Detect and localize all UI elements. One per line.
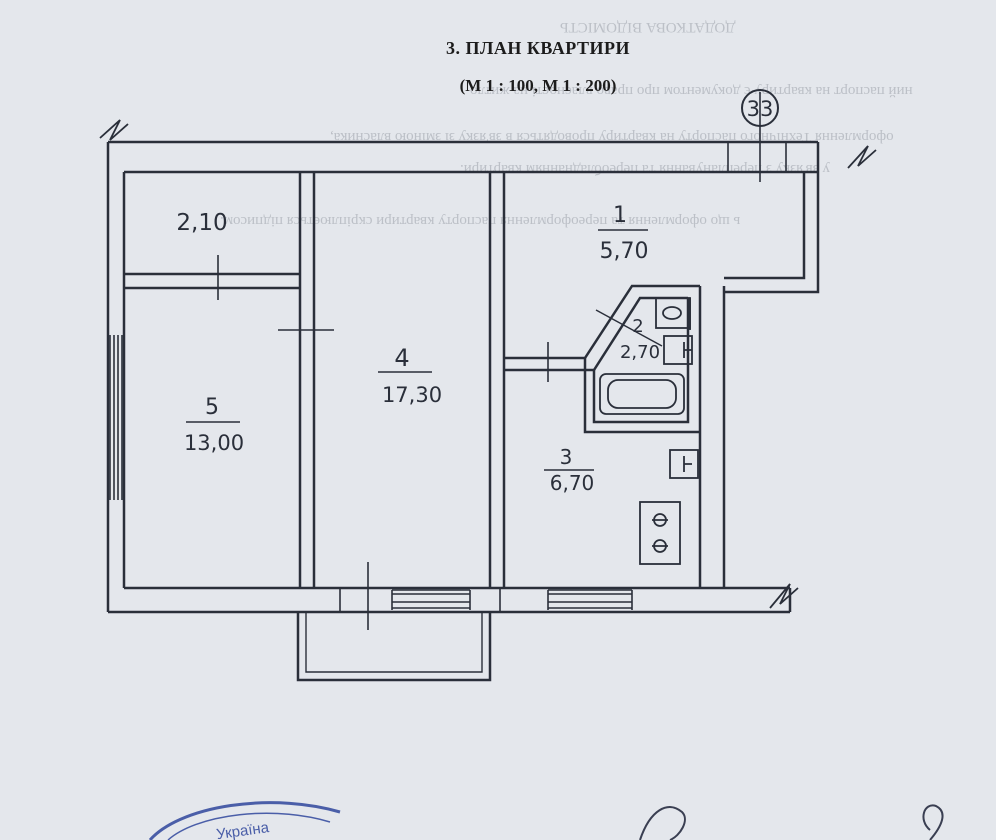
room-5-number: 5 xyxy=(205,395,219,420)
kitchen-sink-icon xyxy=(669,449,699,479)
room-3-area: 6,70 xyxy=(550,471,595,495)
official-stamp: Україна xyxy=(148,801,341,840)
balcony xyxy=(296,612,492,682)
stamp-text: Україна xyxy=(215,819,270,840)
room-1-number: 1 xyxy=(613,203,627,228)
apartment-number: 33 xyxy=(747,97,774,121)
room-1-area: 5,70 xyxy=(600,239,649,264)
stove-icon xyxy=(639,501,681,565)
window-bottom-left xyxy=(391,589,471,610)
plan-scale: (М 1 : 100, М 1 : 200) xyxy=(459,76,617,95)
plan-title: 3. ПЛАН КВАРТИРИ xyxy=(445,38,631,58)
room-2-area: 2,70 xyxy=(620,342,660,363)
room-5-area: 13,00 xyxy=(184,431,244,455)
storage-area: 2,10 xyxy=(176,210,227,236)
room-2-divider xyxy=(595,309,663,347)
bathtub-icon xyxy=(599,373,685,415)
balcony-inner xyxy=(305,612,483,673)
toilet-icon xyxy=(655,297,691,330)
outer-walls xyxy=(106,140,820,614)
wall-segment-ticks xyxy=(339,588,501,612)
signature xyxy=(639,804,944,840)
window-bottom-right xyxy=(547,589,633,610)
room-2-number: 2 xyxy=(632,316,643,337)
washbasin-icon xyxy=(663,335,693,365)
room-4-number: 4 xyxy=(394,344,409,372)
window-left xyxy=(109,335,123,500)
door-marks xyxy=(217,92,787,630)
room-3-number: 3 xyxy=(560,445,573,469)
break-marks xyxy=(99,119,877,609)
room-4-area: 17,30 xyxy=(382,383,442,407)
apartment-number-circle xyxy=(741,89,779,127)
